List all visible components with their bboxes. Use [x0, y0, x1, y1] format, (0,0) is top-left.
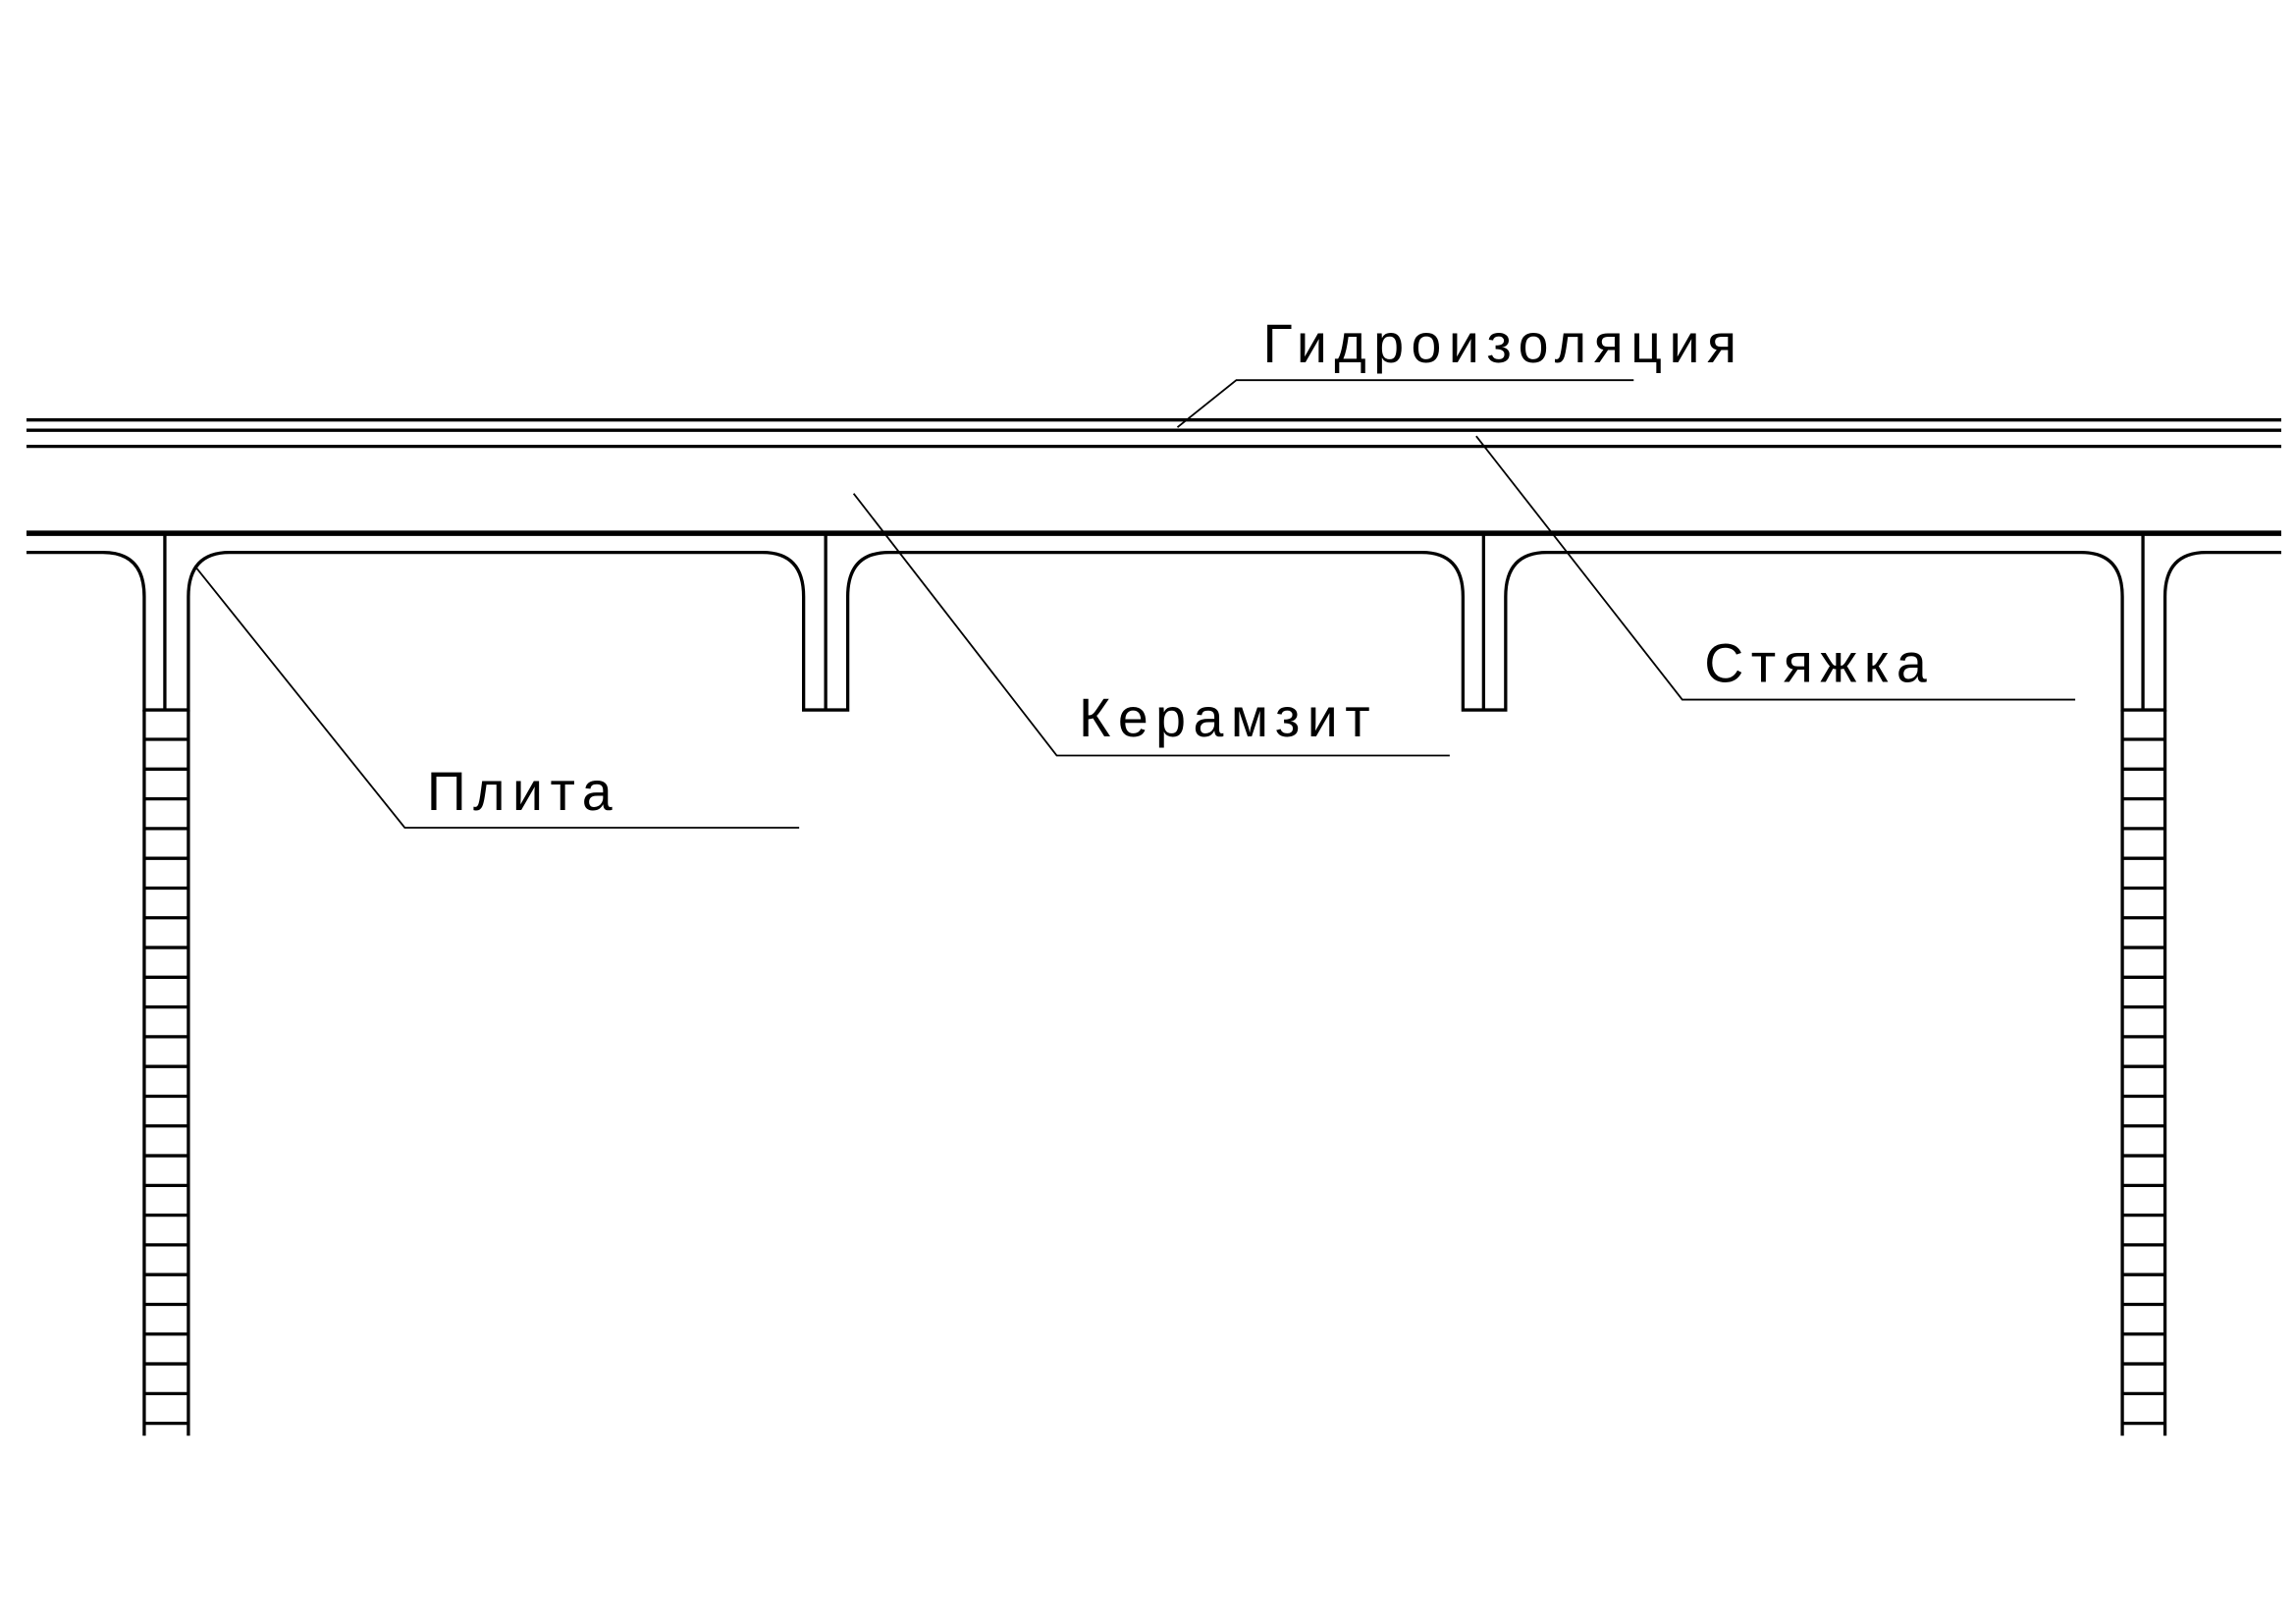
brick-wall-left	[142, 710, 190, 1436]
label-slab: Плита	[427, 761, 619, 822]
label-expanded-clay: Керамзит	[1079, 687, 1377, 748]
leader-waterproofing	[1176, 379, 1634, 428]
brick-wall-right	[2120, 710, 2167, 1436]
leader-screed	[1475, 435, 2076, 701]
leader-slab	[194, 567, 800, 829]
label-waterproofing: Гидроизоляция	[1262, 313, 1743, 374]
ribbed-slab	[26, 530, 2282, 712]
waterproofing-layer	[26, 418, 2282, 432]
label-screed: Стяжка	[1704, 633, 1934, 694]
leader-expanded-clay	[852, 493, 1450, 757]
